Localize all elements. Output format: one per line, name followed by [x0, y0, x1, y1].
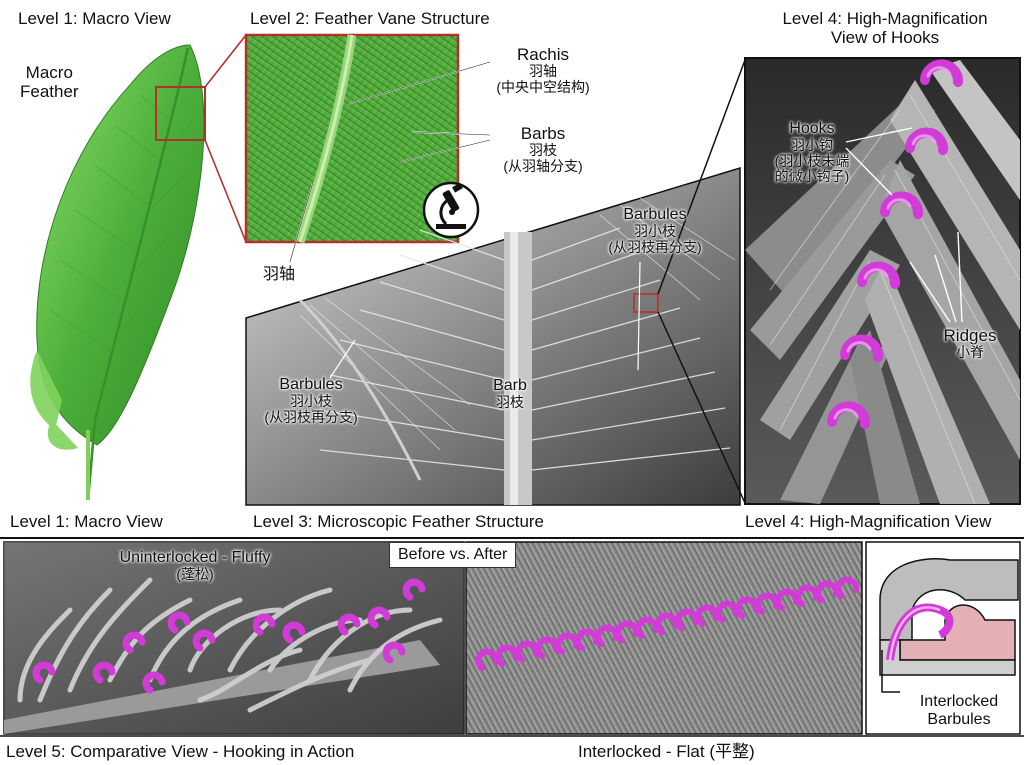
level5-bottom-title: Level 5: Comparative View - Hooking in A…	[6, 742, 354, 761]
barbs-label: Barbs 羽枝 (从羽轴分支)	[478, 124, 608, 174]
interlocked-flat-title: Interlocked - Flat (平整)	[578, 742, 755, 761]
hooks-desc2: 的微小钩子)	[752, 169, 872, 185]
barb-en: Barb	[480, 377, 540, 395]
barbules-right-label: Barbules 羽小枝 (从羽枝再分支)	[590, 206, 720, 255]
inset-line2: Barbules	[903, 711, 1015, 729]
barbules-left-cn: 羽小枝	[250, 394, 372, 410]
barbs-en: Barbs	[478, 124, 608, 143]
level4-top-title-line2: View of Hooks	[752, 28, 1018, 47]
barb-cn: 羽枝	[480, 395, 540, 411]
rachis-en: Rachis	[478, 45, 608, 64]
level2-top-title: Level 2: Feather Vane Structure	[250, 9, 490, 28]
barb-label: Barb 羽枝	[480, 377, 540, 411]
barbules-right-desc: (从羽枝再分支)	[590, 240, 720, 256]
fluffy-en: Uninterlocked - Fluffy	[80, 549, 310, 567]
rachis-desc: (中央中空结构)	[478, 80, 608, 96]
level1-bottom-title: Level 1: Macro View	[10, 512, 163, 531]
hooks-desc1: (羽小枝末端	[752, 154, 872, 170]
rachis-cn: 羽轴	[478, 64, 608, 80]
fluffy-label: Uninterlocked - Fluffy (蓬松)	[80, 549, 310, 583]
level4-top-title-line1: Level 4: High-Magnification	[752, 9, 1018, 28]
hooks-label: Hooks 羽小钩 (羽小枝末端 的微小钩子)	[752, 120, 872, 185]
interlocked-barbules-label: Interlocked Barbules	[903, 693, 1015, 729]
barbules-left-desc: (从羽枝再分支)	[250, 410, 372, 426]
level4-bottom-title: Level 4: High-Magnification View	[745, 512, 991, 531]
barbs-cn: 羽枝	[478, 143, 608, 159]
rachis-label: Rachis 羽轴 (中央中空结构)	[478, 45, 608, 95]
microscope-icon	[424, 183, 478, 237]
rachis-bottom-label: 羽轴	[263, 266, 295, 284]
barbules-right-en: Barbules	[590, 206, 720, 224]
barbules-left-label: Barbules 羽小枝 (从羽枝再分支)	[250, 376, 372, 425]
fluffy-cn: (蓬松)	[80, 567, 310, 583]
ridges-cn: 小脊	[925, 345, 1015, 361]
hooks-cn: 羽小钩	[752, 138, 872, 154]
barbules-left-en: Barbules	[250, 376, 372, 394]
barbs-desc: (从羽轴分支)	[478, 159, 608, 175]
ridges-en: Ridges	[925, 326, 1015, 345]
level3-bottom-title: Level 3: Microscopic Feather Structure	[253, 512, 544, 531]
before-after-badge: Before vs. After	[389, 542, 516, 568]
macro-feather-label: Macro Feather	[20, 63, 79, 101]
level1-top-title: Level 1: Macro View	[18, 9, 171, 28]
ridges-label: Ridges 小脊	[925, 326, 1015, 361]
macro-label-line1: Macro	[20, 63, 79, 82]
inset-line1: Interlocked	[903, 693, 1015, 711]
barbules-right-cn: 羽小枝	[590, 224, 720, 240]
macro-feather	[30, 45, 204, 500]
macro-label-line2: Feather	[20, 82, 79, 101]
level4-top-title: Level 4: High-Magnification View of Hook…	[752, 9, 1018, 47]
hooks-en: Hooks	[752, 120, 872, 138]
